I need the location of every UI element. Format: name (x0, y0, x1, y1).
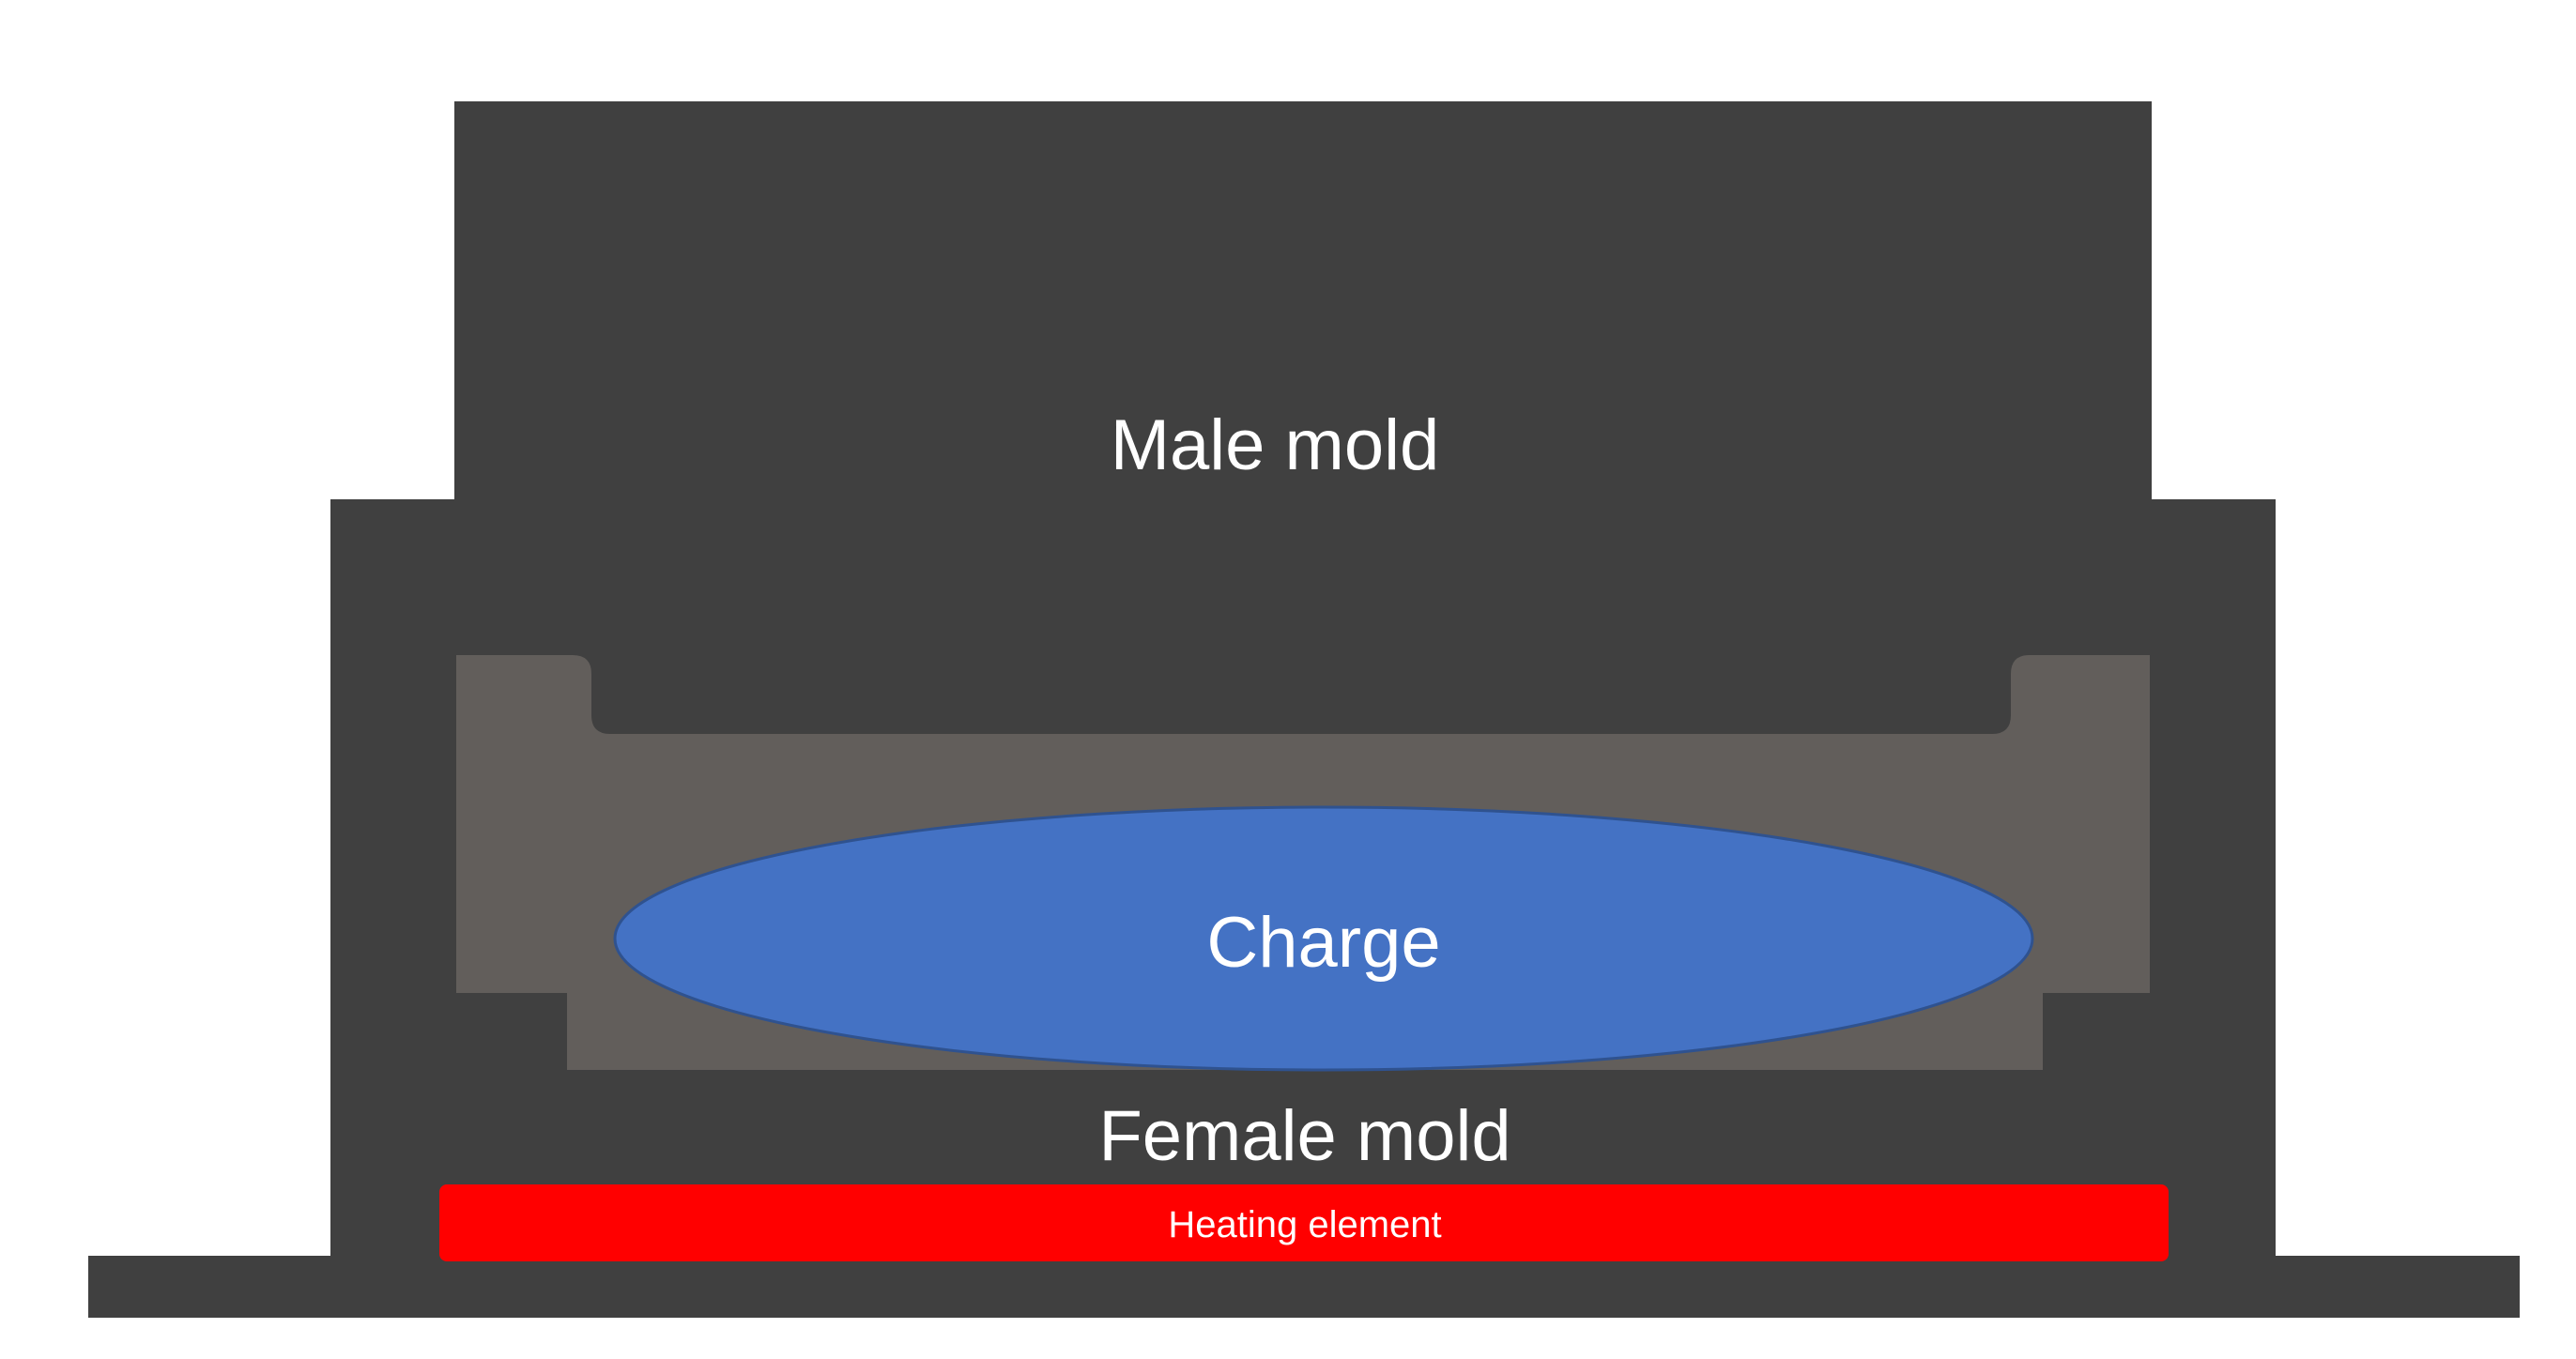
male-mold-label: Male mold (1111, 405, 1440, 485)
heating-element-label: Heating element (1168, 1204, 1441, 1245)
female-mold-label: Female mold (1098, 1096, 1510, 1176)
heating-element-bar (439, 1184, 2169, 1261)
charge-ellipse (613, 805, 2034, 1072)
male-mold-body (454, 101, 2152, 734)
charge-label: Charge (1206, 903, 1440, 983)
